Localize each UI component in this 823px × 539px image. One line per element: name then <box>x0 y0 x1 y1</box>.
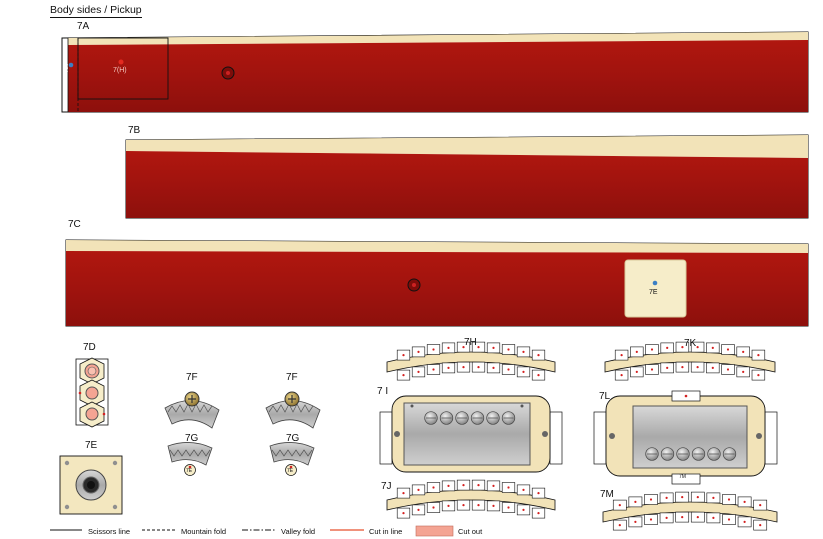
alignment-dot-red <box>118 59 124 65</box>
part-7f-left-label: 7F <box>186 372 198 383</box>
part-7e-jack-plate <box>59 455 123 515</box>
part-7e-label: 7E <box>85 440 98 451</box>
legend-scissors-line: Scissors line <box>88 527 131 536</box>
part-7l-tag: 7M <box>679 474 686 480</box>
part-7f-7g-left <box>164 391 220 476</box>
part-7m-tab-strip <box>602 491 778 531</box>
part-7i-pickup <box>379 395 563 473</box>
legend-valley-fold: Valley fold <box>281 527 316 536</box>
part-7j-label: 7J <box>381 481 392 492</box>
strip-7c-label: 7C <box>68 219 81 230</box>
part-7l-label: 7L <box>599 391 611 402</box>
strip-7b-label: 7B <box>128 125 141 136</box>
legend-mountain-fold: Mountain fold <box>181 527 227 536</box>
part-7h-tab-strip <box>386 341 556 381</box>
body-side-strip-7c <box>65 239 809 327</box>
part-7d-knobs <box>75 357 109 428</box>
part-7m-label: 7M <box>600 489 614 500</box>
body-side-strip-7a <box>61 31 809 113</box>
part-7h-label: 7H <box>464 337 477 348</box>
alignment-dot-blue <box>68 62 74 68</box>
part-7f-7g-right <box>265 391 321 476</box>
part-7f-right-label: 7F <box>286 372 298 383</box>
legend-graphics <box>50 525 454 537</box>
legend-cut-in-line: Cut in line <box>369 527 403 536</box>
part-7j-tab-strip <box>386 479 556 519</box>
part-7i-label: 7 I <box>377 386 389 397</box>
strip-7c-marker: 7E <box>649 289 658 296</box>
part-7k-label: 7K <box>684 338 697 349</box>
strip-7a-tab-text: Kill <box>64 63 70 72</box>
strip-7a-label: 7A <box>77 21 90 32</box>
body-side-strip-7b <box>125 134 809 219</box>
part-7g-left-label: 7G <box>185 433 199 444</box>
part-7g-right-tag: 7E <box>287 468 294 474</box>
part-7g-right-label: 7G <box>286 433 300 444</box>
strip-7a-marker: 7(H) <box>113 67 127 74</box>
jack-plate-area <box>624 259 687 318</box>
part-7l-pickup <box>593 390 778 485</box>
part-7k-tab-strip <box>604 341 776 381</box>
cut-out-icon <box>415 525 454 537</box>
page-title: Body sides / Pickup <box>50 4 142 18</box>
part-7g-left-tag: 7E <box>186 468 193 474</box>
part-7d-label: 7D <box>83 342 96 353</box>
legend-cut-out: Cut out <box>458 527 483 536</box>
